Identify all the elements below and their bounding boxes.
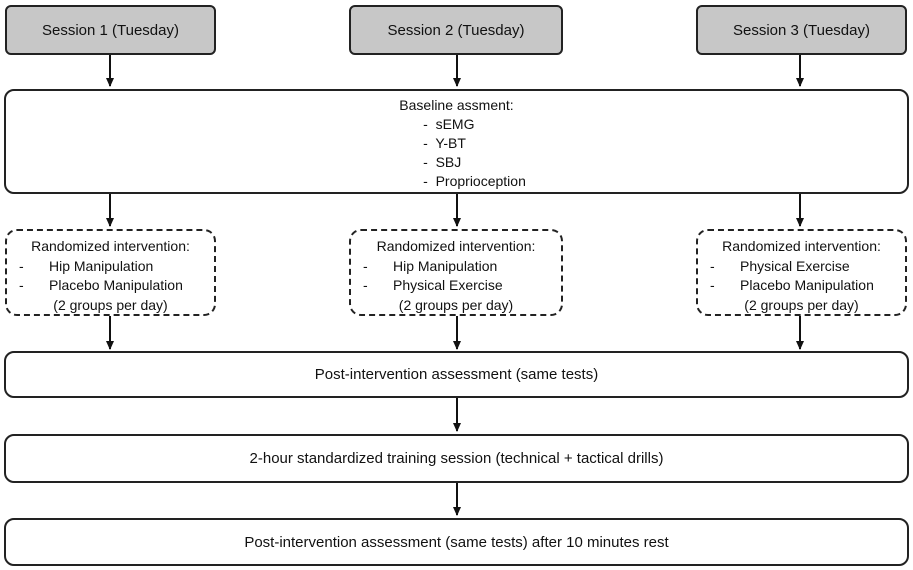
baseline-item: SBJ [423,153,526,172]
intervention-3-item: -Physical Exercise [710,257,850,274]
intervention-1-title: Randomized intervention: [31,238,190,254]
intervention-3-box: Randomized intervention: -Physical Exerc… [696,229,907,316]
post-assessment-box: Post-intervention assessment (same tests… [4,351,909,398]
intervention-2-item: -Physical Exercise [363,277,503,293]
intervention-1-box: Randomized intervention: -Hip Manipulati… [5,229,216,316]
baseline-box: Baseline assment: sEMG Y-BT SBJ Proprioc… [4,89,909,194]
baseline-list: sEMG Y-BT SBJ Proprioception [423,115,526,191]
session-2-label: Session 2 (Tuesday) [387,21,525,39]
baseline-item: Y-BT [423,134,526,153]
intervention-2-box: Randomized intervention: -Hip Manipulati… [349,229,563,316]
final-assessment-label: Post-intervention assessment (same tests… [244,533,669,551]
session-2-box: Session 2 (Tuesday) [349,5,563,55]
baseline-item: sEMG [423,115,526,134]
intervention-2-item: -Hip Manipulation [363,257,498,274]
session-3-label: Session 3 (Tuesday) [732,21,870,39]
final-assessment-box: Post-intervention assessment (same tests… [4,518,909,566]
intervention-2-title: Randomized intervention: [376,238,536,254]
baseline-title: Baseline assment: [399,97,514,113]
baseline-item: Proprioception [423,172,526,191]
intervention-2-note: (2 groups per day) [398,296,514,313]
intervention-1-item: -Hip Manipulation [19,257,154,274]
intervention-1-note: (2 groups per day) [53,296,168,313]
session-1-box: Session 1 (Tuesday) [5,5,216,55]
session-3-box: Session 3 (Tuesday) [696,5,907,55]
intervention-3-title: Randomized intervention: [722,238,881,254]
session-1-label: Session 1 (Tuesday) [41,21,179,39]
intervention-1-item: -Placebo Manipulation [19,277,183,293]
intervention-3-note: (2 groups per day) [744,296,859,313]
intervention-3-item: -Placebo Manipulation [710,277,874,293]
post-assessment-label: Post-intervention assessment (same tests… [314,366,599,383]
training-label: 2-hour standardized training session (te… [249,450,664,467]
training-box: 2-hour standardized training session (te… [4,434,909,483]
